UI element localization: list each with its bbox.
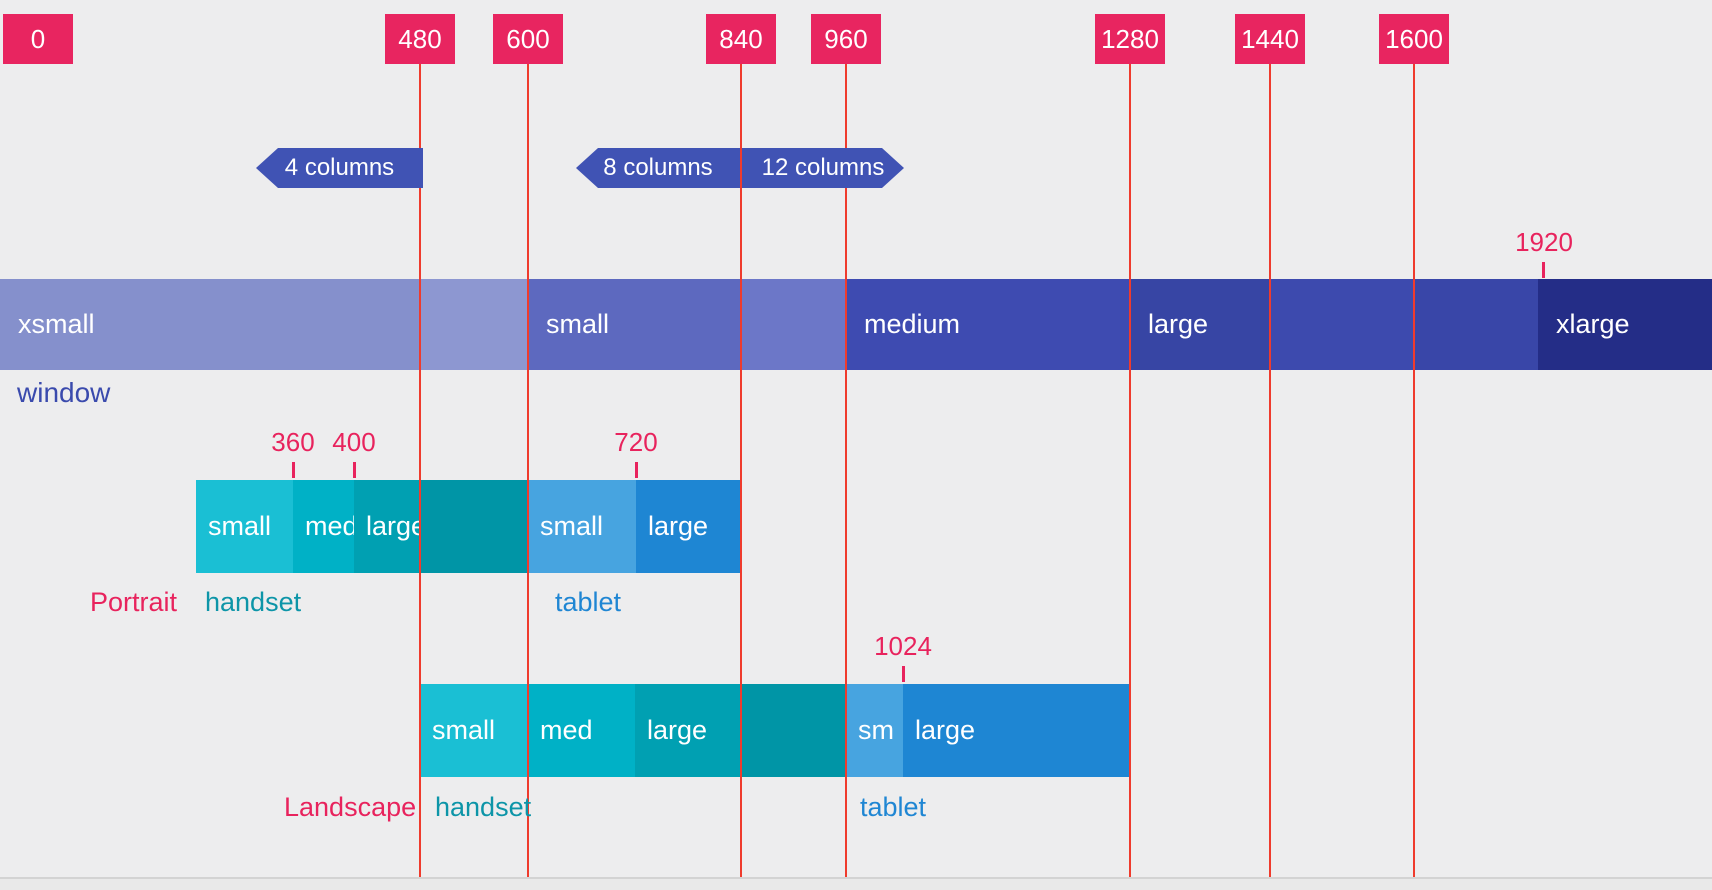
breakpoint-line-1600 (1413, 64, 1415, 877)
window-band-segment (1414, 279, 1538, 370)
breakpoint-marker-0: 0 (3, 14, 73, 64)
chip-8-columns: 8 columns (576, 148, 740, 188)
window-band-segment-small: small (528, 279, 741, 370)
bottom-strip (0, 879, 1712, 890)
tick-label-400: 400 (332, 427, 376, 457)
landscape-handset-segment (741, 684, 846, 777)
portrait-handset-segment-small: small (196, 480, 293, 573)
chip-4-columns: 4 columns (256, 148, 423, 188)
window-band-segment-xsmall: xsmall (0, 279, 420, 370)
tick-label-360: 360 (271, 427, 315, 457)
breakpoint-line-600 (527, 64, 529, 877)
landscape-tablet-segment-sm: sm (846, 684, 903, 777)
breakpoint-marker-1600: 1600 (1379, 14, 1449, 64)
window-band-segment (1270, 279, 1414, 370)
breakpoint-marker-840: 840 (706, 14, 776, 64)
window-caption: window (17, 377, 111, 408)
portrait-handset-segment (420, 480, 528, 573)
chip-12-columns: 12 columns (742, 148, 904, 188)
breakpoint-line-1440 (1269, 64, 1271, 877)
breakpoint-line-480 (419, 64, 421, 877)
breakpoint-marker-1440: 1440 (1235, 14, 1305, 64)
landscape-tablet-caption: tablet (860, 792, 927, 822)
portrait-handset-segment-large: large (354, 480, 426, 573)
portrait-tablet-segment-small: small (528, 480, 636, 573)
portrait-tablet-caption: tablet (555, 587, 622, 617)
tick-mark-360 (292, 462, 295, 478)
bottom-border (0, 877, 1712, 879)
breakpoint-line-1280 (1129, 64, 1131, 877)
breakpoint-line-840 (740, 64, 742, 877)
landscape-handset-caption: handset (435, 792, 532, 822)
tick-mark-720 (635, 462, 638, 478)
row-label-landscape: Landscape (284, 792, 417, 822)
breakpoint-marker-960: 960 (811, 14, 881, 64)
window-band-segment (741, 279, 846, 370)
tick-label-1024: 1024 (874, 631, 932, 661)
breakpoint-marker-480: 480 (385, 14, 455, 64)
window-band-segment-large: large (1130, 279, 1270, 370)
landscape-tablet-segment-large: large (903, 684, 1130, 777)
landscape-handset-segment-med: med (528, 684, 635, 777)
portrait-tablet-segment-large: large (636, 480, 741, 573)
window-band-segment (420, 279, 528, 370)
portrait-handset-segment-med: med (293, 480, 358, 573)
landscape-handset-segment-small: small (420, 684, 528, 777)
window-band-segment-xlarge: xlarge (1538, 279, 1712, 370)
breakpoint-line-960 (845, 64, 847, 877)
tick-label-720: 720 (614, 427, 658, 457)
portrait-handset-caption: handset (205, 587, 302, 617)
breakpoint-marker-600: 600 (493, 14, 563, 64)
window-band-segment-medium: medium (846, 279, 1130, 370)
row-label-portrait: Portrait (90, 587, 178, 617)
landscape-handset-segment-large: large (635, 684, 741, 777)
breakpoint-marker-1280: 1280 (1095, 14, 1165, 64)
max-width-label: 1920 (1515, 227, 1573, 257)
tick-mark-400 (353, 462, 356, 478)
tick-mark-1024 (902, 666, 905, 682)
max-width-tick (1542, 262, 1545, 278)
